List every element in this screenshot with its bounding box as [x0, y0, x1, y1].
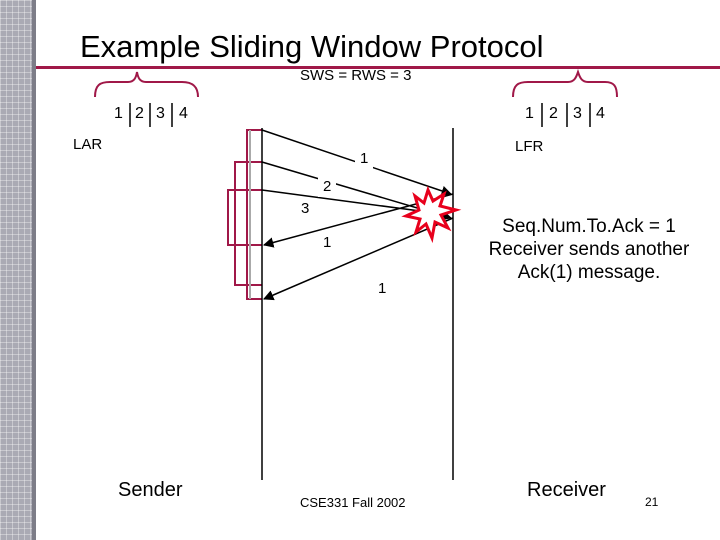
explanation-note: Seq.Num.To.Ack = 1 Receiver sends anothe…	[488, 216, 690, 283]
lar-label: LAR	[73, 136, 103, 153]
sender-window-num-2: 2	[135, 105, 144, 122]
sender-window-num-3: 3	[156, 105, 165, 122]
receiver-window-num-4: 4	[596, 105, 605, 122]
receiver-window-num-1: 1	[525, 105, 534, 122]
slide-title: Example Sliding Window Protocol	[80, 29, 544, 64]
frame-1-label: 1	[355, 148, 374, 169]
frame-3-label: 3	[296, 198, 315, 219]
lost-frame-explosion-icon	[401, 185, 462, 244]
ack-1-label: 1	[318, 232, 337, 253]
sender-label: Sender	[118, 479, 183, 501]
receiver-window-num-3: 3	[573, 105, 582, 122]
receiver-window-dividers	[541, 103, 591, 127]
timeout-brackets	[227, 129, 262, 300]
frame-2-label: 2	[318, 176, 337, 197]
receiver-window-brace	[512, 68, 618, 98]
frame-3-arrow	[261, 189, 421, 212]
title-underline	[36, 66, 720, 69]
decorative-sidebar	[0, 0, 36, 540]
sender-window-dividers	[129, 103, 173, 127]
window-size-label: SWS = RWS = 3	[300, 67, 412, 84]
sender-window-brace	[94, 71, 199, 98]
ack-2-label: 1	[373, 278, 392, 299]
sender-window-num-4: 4	[179, 105, 188, 122]
receiver-label: Receiver	[527, 479, 606, 501]
sender-window-num-1: 1	[114, 105, 123, 122]
receiver-window-num-2: 2	[549, 105, 558, 122]
footer-text: CSE331 Fall 2002	[300, 495, 406, 510]
ack-2-arrow	[263, 217, 454, 301]
lfr-label: LFR	[515, 138, 544, 155]
page-number: 21	[645, 495, 659, 509]
